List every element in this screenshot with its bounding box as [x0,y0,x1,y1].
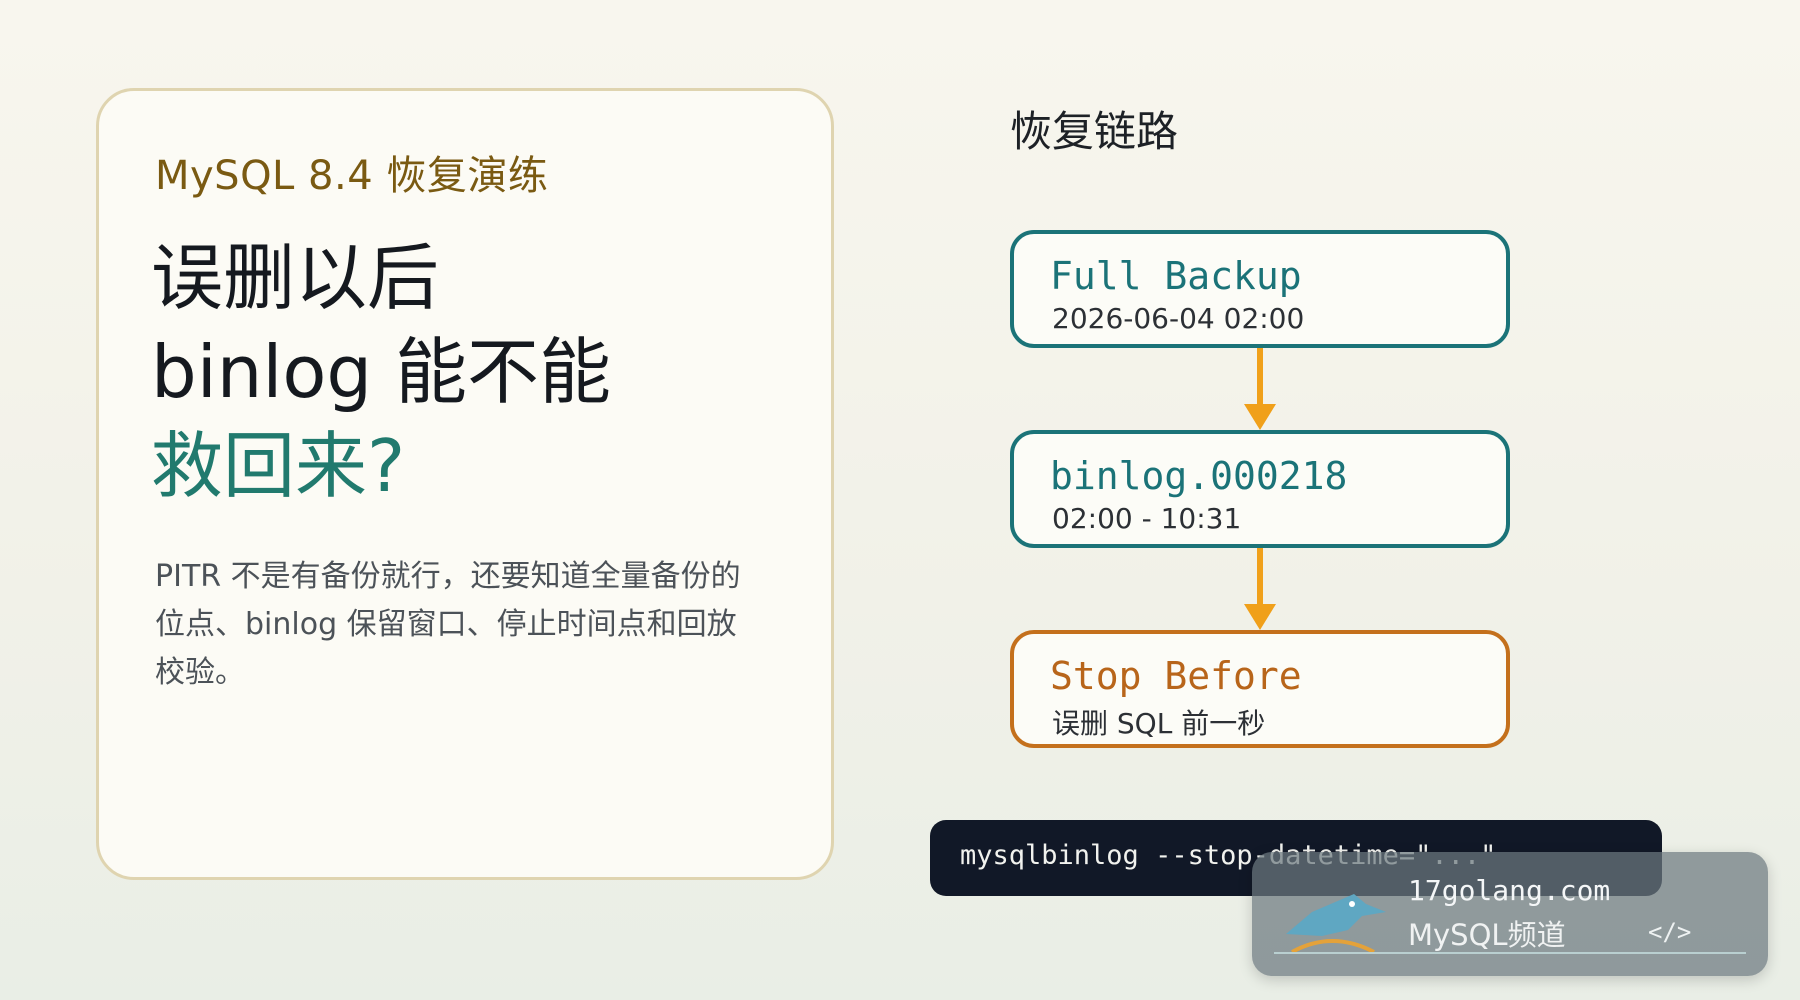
code-icon: </> [1648,918,1692,946]
node-full-backup: Full Backup 2026-06-04 02:00 [1010,230,1510,348]
watermark-channel: MySQL频道 [1408,918,1566,952]
node-subtitle: 02:00 - 10:31 [1052,502,1242,535]
watermark-rule [1274,952,1746,954]
node-stop-before: Stop Before 误删 SQL 前一秒 [1010,630,1510,748]
node-title: Stop Before [1050,654,1302,698]
chain-title: 恢复链路 [1010,107,1179,156]
arrow-down-icon [1244,548,1276,630]
headline-line-2: binlog 能不能 [151,330,611,414]
card-headline: 误删以后 binlog 能不能 救回来? [151,231,611,513]
headline-line-1: 误删以后 [151,236,440,320]
watermark-site: 17golang.com [1408,874,1611,907]
node-title: Full Backup [1050,254,1302,298]
card-body: PITR 不是有备份就行，还要知道全量备份的位点、binlog 保留窗口、停止时… [155,559,741,690]
intro-card: MySQL 8.4 恢复演练 误删以后 binlog 能不能 救回来? PITR… [96,88,834,880]
arrow-down-icon [1244,348,1276,430]
node-binlog: binlog.000218 02:00 - 10:31 [1010,430,1510,548]
node-subtitle: 2026-06-04 02:00 [1052,302,1305,335]
headline-line-3: 救回来? [151,424,406,508]
bird-logo-icon [1286,894,1386,952]
node-title: binlog.000218 [1050,454,1348,498]
node-subtitle: 误删 SQL 前一秒 [1052,707,1266,740]
card-eyebrow: MySQL 8.4 恢复演练 [155,153,549,199]
watermark: 17golang.com MySQL频道 </> [1252,852,1768,976]
